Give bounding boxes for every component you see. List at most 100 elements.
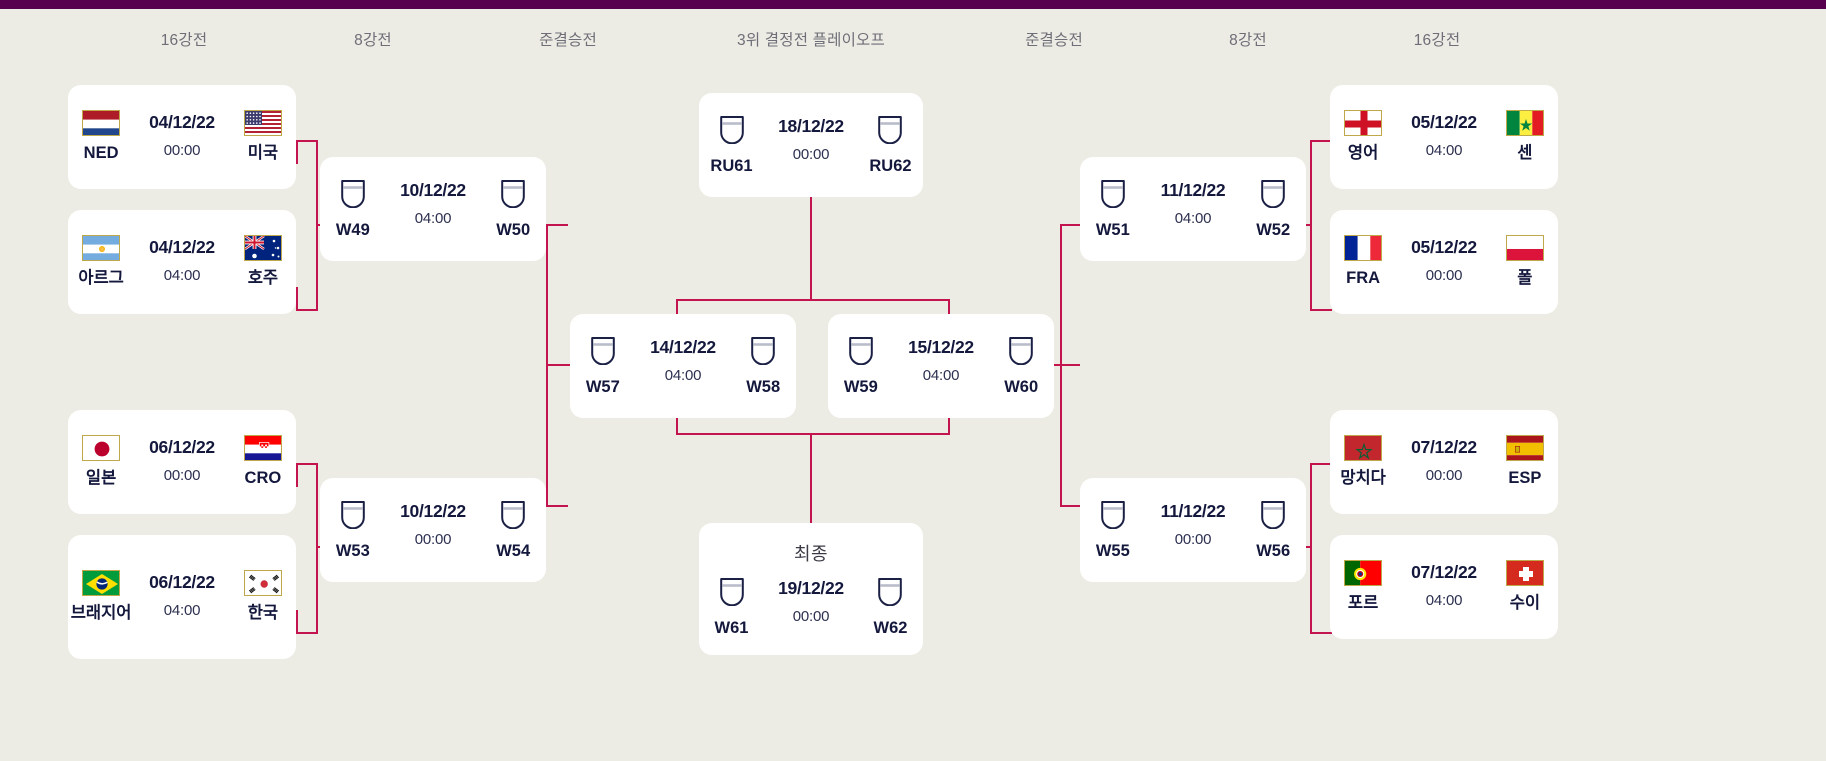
home-team[interactable]: W61 bbox=[699, 576, 764, 639]
flag-icon-aus bbox=[243, 235, 282, 262]
home-team-name: 포르 bbox=[1347, 594, 1379, 613]
left-edge-strip bbox=[0, 9, 4, 761]
connector-line bbox=[1310, 140, 1332, 142]
away-team[interactable]: CRO bbox=[230, 435, 296, 489]
connector-line bbox=[812, 299, 950, 301]
home-team[interactable]: 브래지어 bbox=[68, 570, 134, 624]
round-header-6: 16강전 bbox=[1413, 32, 1461, 49]
match-time: 00:00 bbox=[414, 530, 452, 548]
away-team-name: 수이 bbox=[1509, 594, 1541, 613]
match-date: 11/12/22 bbox=[1160, 179, 1226, 200]
shield-placeholder-icon bbox=[589, 335, 617, 370]
away-team[interactable]: W62 bbox=[858, 576, 923, 639]
shield-placeholder-icon bbox=[876, 576, 904, 611]
shield-placeholder-icon bbox=[339, 178, 367, 213]
match-card-r16-jpn-cro[interactable]: 일본 06/12/22 00:00 CRO bbox=[68, 410, 296, 514]
away-team-name: W50 bbox=[496, 220, 531, 239]
away-team[interactable]: ESP bbox=[1492, 435, 1558, 489]
connector-line bbox=[546, 224, 568, 226]
away-team[interactable]: 한국 bbox=[230, 570, 296, 624]
flag-icon-sui bbox=[1505, 560, 1544, 587]
home-team[interactable]: 영어 bbox=[1330, 110, 1396, 164]
shield-placeholder-icon bbox=[718, 576, 746, 611]
shield-placeholder-icon bbox=[1099, 178, 1127, 213]
round-header-5: 8강전 bbox=[1229, 32, 1267, 49]
home-team[interactable]: W51 bbox=[1080, 178, 1146, 241]
flag-icon-pol bbox=[1505, 235, 1544, 262]
connector-line bbox=[1060, 224, 1082, 226]
home-team-name: 일본 bbox=[85, 469, 117, 488]
away-team-name: W56 bbox=[1256, 541, 1291, 560]
home-team[interactable]: 일본 bbox=[68, 435, 134, 489]
match-info: 18/12/22 00:00 bbox=[764, 114, 858, 163]
away-team[interactable]: 수이 bbox=[1492, 560, 1558, 614]
away-team[interactable]: W54 bbox=[480, 499, 546, 562]
away-team[interactable]: RU62 bbox=[858, 114, 923, 177]
flag-icon-eng bbox=[1344, 110, 1383, 137]
away-team[interactable]: W50 bbox=[480, 178, 546, 241]
match-date: 06/12/22 bbox=[149, 437, 215, 458]
home-team[interactable]: 포르 bbox=[1330, 560, 1396, 614]
flag-icon-arg bbox=[82, 235, 121, 262]
home-team[interactable]: W57 bbox=[570, 335, 636, 398]
round-header-4: 준결승전 bbox=[1025, 32, 1083, 49]
connector-line bbox=[1060, 364, 1062, 507]
home-team-name: FRA bbox=[1346, 269, 1381, 288]
match-time: 04:00 bbox=[664, 366, 702, 384]
connector-line bbox=[1310, 463, 1312, 634]
shield-placeholder-icon bbox=[1007, 335, 1035, 370]
home-team[interactable]: 아르그 bbox=[68, 235, 134, 289]
flag-icon-fra bbox=[1344, 235, 1383, 262]
match-date: 10/12/22 bbox=[400, 179, 466, 200]
round-header-3: 3위 결정전 플레이오프 bbox=[737, 32, 885, 49]
home-team[interactable]: W53 bbox=[320, 499, 386, 562]
home-team[interactable]: W55 bbox=[1080, 499, 1146, 562]
away-team[interactable]: W60 bbox=[988, 335, 1054, 398]
away-team[interactable]: W52 bbox=[1240, 178, 1306, 241]
match-card-third-place[interactable]: RU61 18/12/22 00:00 RU62 bbox=[699, 93, 923, 197]
away-team-name: W58 bbox=[746, 377, 781, 396]
away-team-name: W54 bbox=[496, 541, 531, 560]
away-team[interactable]: 센 bbox=[1492, 110, 1558, 164]
away-team[interactable]: 미국 bbox=[230, 110, 296, 164]
match-date: 14/12/22 bbox=[650, 336, 716, 357]
match-time: 00:00 bbox=[792, 145, 830, 163]
home-team[interactable]: RU61 bbox=[699, 114, 764, 177]
match-time: 00:00 bbox=[792, 607, 830, 625]
match-date: 11/12/22 bbox=[1160, 500, 1226, 521]
match-time: 00:00 bbox=[163, 467, 201, 485]
match-time: 00:00 bbox=[1425, 467, 1463, 485]
away-team[interactable]: 호주 bbox=[230, 235, 296, 289]
away-team-name: 한국 bbox=[247, 604, 279, 623]
away-team[interactable]: 폴 bbox=[1492, 235, 1558, 289]
away-team[interactable]: W56 bbox=[1240, 499, 1306, 562]
match-date: 18/12/22 bbox=[778, 115, 844, 136]
home-team[interactable]: 망치다 bbox=[1330, 435, 1396, 489]
home-team[interactable]: NED bbox=[68, 110, 134, 164]
home-team[interactable]: FRA bbox=[1330, 235, 1396, 289]
home-team[interactable]: W49 bbox=[320, 178, 386, 241]
home-team[interactable]: W59 bbox=[828, 335, 894, 398]
match-time: 00:00 bbox=[1174, 530, 1212, 548]
shield-placeholder-icon bbox=[1259, 178, 1287, 213]
connector-line bbox=[296, 632, 318, 634]
away-team[interactable]: W58 bbox=[730, 335, 796, 398]
